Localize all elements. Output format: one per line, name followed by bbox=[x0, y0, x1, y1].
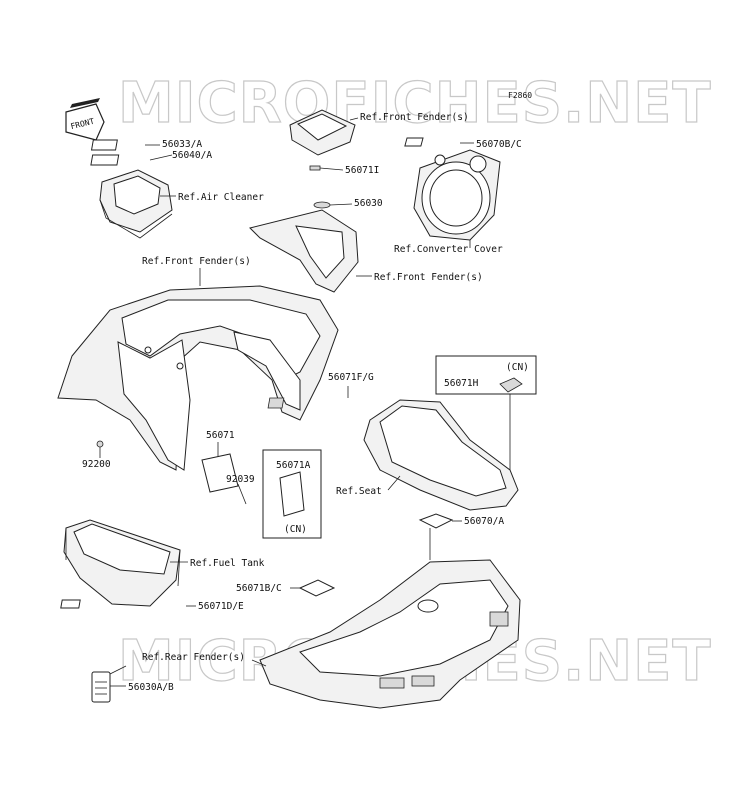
decal-56033a bbox=[90, 139, 118, 151]
front-arrow-icon: FRONT bbox=[65, 98, 105, 141]
decal-56071 bbox=[201, 453, 239, 493]
label-56070a: 56070/A bbox=[464, 516, 504, 527]
label-56070bc: 56070B/C bbox=[476, 139, 522, 150]
front-fender bbox=[57, 285, 339, 471]
label-56030ab: 56030A/B bbox=[128, 682, 174, 693]
decal-56071h-box bbox=[435, 355, 537, 395]
rear-fender bbox=[259, 559, 521, 709]
decal-56070a bbox=[418, 513, 454, 529]
decal-56071i bbox=[309, 165, 321, 171]
label-56030: 56030 bbox=[354, 198, 383, 209]
fuel-tank-tray bbox=[63, 519, 181, 607]
label-56071bc: 56071B/C bbox=[236, 583, 282, 594]
label-56071h: 56071H bbox=[444, 378, 479, 389]
label-ref-front-fender-left: Ref.Front Fender(s) bbox=[142, 256, 251, 267]
watermark-top: MICROFICHES.NET bbox=[118, 71, 712, 136]
decal-56071de bbox=[60, 599, 81, 609]
decal-56040a bbox=[90, 154, 120, 166]
decal-56071fg bbox=[267, 397, 285, 409]
decal-56071bc bbox=[298, 579, 336, 597]
label-56071a: 56071A bbox=[276, 460, 311, 471]
label-56071de: 56071D/E bbox=[198, 601, 244, 612]
label-ref-seat: Ref.Seat bbox=[336, 486, 382, 497]
air-cleaner-cover bbox=[99, 169, 173, 239]
converter-cover bbox=[413, 149, 501, 241]
label-92039: 92039 bbox=[226, 474, 255, 485]
label-cn-box: (CN) bbox=[284, 524, 307, 535]
seat bbox=[363, 399, 519, 511]
screw-92200 bbox=[96, 440, 104, 448]
label-cn-top: (CN) bbox=[506, 362, 529, 373]
label-56071i: 56071I bbox=[345, 165, 379, 176]
label-ref-rear-fender: Ref.Rear Fender(s) bbox=[142, 652, 245, 663]
front-fender-inner-panel bbox=[249, 209, 359, 293]
label-92200: 92200 bbox=[82, 459, 111, 470]
decal-56070bc bbox=[404, 137, 424, 147]
decal-56030ab bbox=[91, 665, 127, 703]
front-fender-bracket bbox=[289, 109, 356, 156]
label-ref-fuel-tank: Ref.Fuel Tank bbox=[190, 558, 265, 569]
label-ref-converter-cover: Ref.Converter Cover bbox=[394, 244, 503, 255]
label-ref-front-fender-top: Ref.Front Fender(s) bbox=[360, 112, 469, 123]
label-56040a: 56040/A bbox=[172, 150, 212, 161]
decal-56071a-box bbox=[262, 449, 322, 539]
label-56071fg: 56071F/G bbox=[328, 372, 374, 383]
figure-code: F2860 bbox=[508, 91, 532, 100]
label-56033a: 56033/A bbox=[162, 139, 202, 150]
label-ref-air-cleaner: Ref.Air Cleaner bbox=[178, 192, 264, 203]
label-ref-front-fender-mid: Ref.Front Fender(s) bbox=[374, 272, 483, 283]
label-56071: 56071 bbox=[206, 430, 235, 441]
decal-56030 bbox=[313, 201, 331, 209]
